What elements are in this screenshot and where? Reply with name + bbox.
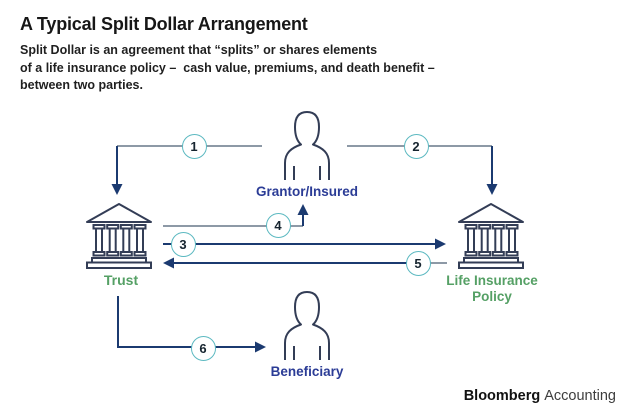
policy-bank-icon: [457, 202, 525, 275]
subtitle-line-2: of a life insurance policy – cash value,…: [20, 60, 435, 75]
policy-label-line-2: Policy: [472, 289, 512, 304]
step-circle-3: 3: [170, 231, 196, 257]
policy-label: Life Insurance Policy: [422, 273, 562, 305]
beneficiary-label: Beneficiary: [270, 364, 344, 379]
step-circle-4: 4: [265, 213, 291, 238]
page-title: A Typical Split Dollar Arrangement: [20, 14, 308, 34]
brand-bold-text: Bloomberg: [463, 388, 541, 404]
trust-label: Trust: [103, 272, 139, 288]
policy-label-line-1: Life Insurance: [446, 273, 538, 288]
step-circle-5: 5: [405, 250, 431, 276]
arrow-6: [117, 296, 266, 353]
subtitle-line-1: Split Dollar is an agreement that “split…: [20, 43, 378, 57]
step-circle-2: 2: [403, 133, 429, 159]
beneficiary-person-icon: [277, 288, 337, 365]
step-circle-1: 1: [181, 133, 207, 159]
step-circle-6: 6: [190, 335, 216, 361]
grantor-person-icon: [277, 108, 337, 185]
subtitle-line-3: between two parties.: [20, 78, 143, 92]
arrow-5: [163, 257, 447, 269]
arrow-3: [163, 238, 446, 250]
grantor-label: Grantor/Insured: [255, 184, 358, 199]
page-subtitle: Split Dollar is an agreement that “split…: [20, 42, 435, 95]
brand-logo: Bloomberg Accounting: [464, 388, 616, 404]
trust-bank-icon: [85, 202, 153, 275]
brand-regular-text: Accounting: [544, 388, 616, 404]
